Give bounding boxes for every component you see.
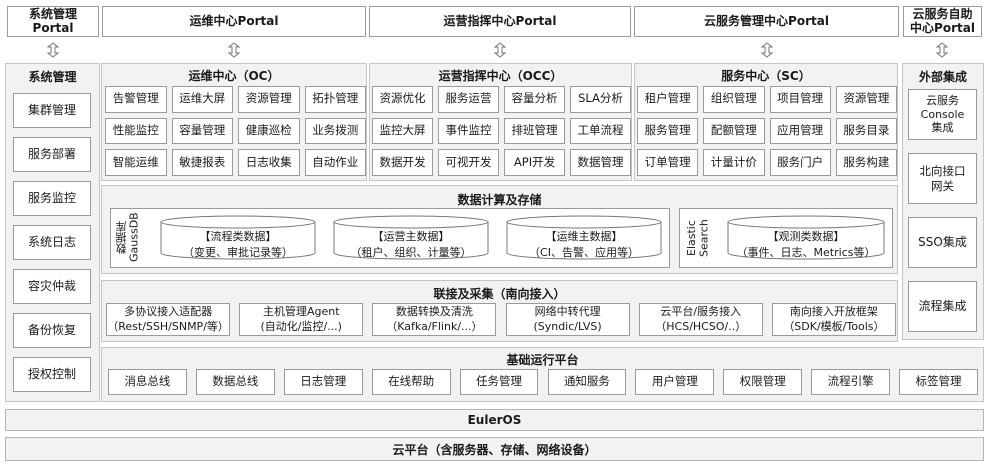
euleros-bar: EulerOS (5, 409, 984, 431)
observability-data-cylinder: 【观测类数据】（事件、日志、Metrics等） (727, 215, 885, 261)
occ-item[interactable]: API开发 (504, 149, 565, 176)
base-platform-item[interactable]: 任务管理 (459, 369, 539, 395)
portal-cloud-service[interactable]: 云服务管理中心Portal (634, 6, 899, 37)
oc-item[interactable]: 自动作业 (304, 149, 366, 176)
collection-item[interactable]: 数据转换及清洗（Kafka/Flink/...） (372, 303, 497, 336)
service-center-title: 服务中心（SC） (721, 69, 811, 83)
sc-item[interactable]: 服务目录 (835, 117, 897, 145)
base-platform-item[interactable]: 日志管理 (283, 369, 363, 395)
up-down-arrow-icon (936, 42, 948, 58)
external-integration-title: 外部集成 (918, 70, 967, 84)
cloud-platform-bar: 云平台（含服务器、存储、网络设备） (5, 437, 984, 461)
backup-restore-button[interactable]: 备份恢复 (13, 313, 91, 348)
base-platform-title: 基础运行平台 (506, 353, 579, 367)
base-platform-item[interactable]: 通知服务 (547, 369, 627, 395)
base-platform-item[interactable]: 在线帮助 (371, 369, 451, 395)
collection-row: 多协议接入适配器（Rest/SSH/SNMP/等）主机管理Agent(自动化/监… (106, 303, 896, 336)
portal-occ[interactable]: 运营指挥中心Portal (369, 6, 631, 37)
collection-item[interactable]: 主机管理Agent(自动化/监控/...) (239, 303, 364, 336)
oc-item[interactable]: 性能监控 (105, 117, 167, 145)
oc-item[interactable]: 告警管理 (105, 86, 167, 113)
up-down-arrow-icon (761, 42, 773, 58)
sc-item[interactable]: 配额管理 (703, 117, 765, 145)
occ-item[interactable]: 数据开发 (372, 149, 433, 176)
occ-item[interactable]: 容量分析 (504, 86, 565, 113)
oc-item[interactable]: 运维大屏 (171, 86, 233, 113)
collection-panel (101, 280, 898, 342)
service-deployment-button[interactable]: 服务部署 (13, 137, 91, 172)
collection-title: 联接及采集（南向接入） (433, 287, 566, 301)
occ-item[interactable]: 工单流程 (570, 117, 631, 145)
sc-item[interactable]: 组织管理 (703, 86, 765, 113)
disaster-arbitration-button[interactable]: 容灾仲裁 (13, 269, 91, 304)
occ-item[interactable]: 数据管理 (570, 149, 631, 176)
oc-item[interactable]: 智能运维 (105, 149, 167, 176)
sc-item[interactable]: 服务构建 (835, 149, 897, 176)
ops-master-data-cylinder: 【运维主数据】（CI、告警、应用等） (506, 215, 662, 261)
collection-item[interactable]: 云平台/服务接入（HCS/HCSO/..） (638, 303, 763, 336)
system-management-title: 系统管理 (28, 70, 77, 84)
portal-ops-center[interactable]: 运维中心Portal (102, 6, 366, 37)
occ-item[interactable]: 事件监控 (438, 117, 499, 145)
occ-item[interactable]: 资源优化 (372, 86, 433, 113)
sc-item[interactable]: 项目管理 (769, 86, 831, 113)
occ-item[interactable]: 监控大屏 (372, 117, 433, 145)
base-platform-item[interactable]: 用户管理 (635, 369, 715, 395)
up-down-arrow-icon (47, 42, 59, 58)
process-data-cylinder: 【流程类数据】（变更、审批记录等） (160, 215, 316, 261)
oc-item[interactable]: 业务拨测 (304, 117, 366, 145)
base-platform-item[interactable]: 数据总线 (195, 369, 275, 395)
authorization-control-button[interactable]: 授权控制 (13, 357, 91, 392)
oc-item[interactable]: 拓扑管理 (304, 86, 366, 113)
service-monitoring-button[interactable]: 服务监控 (13, 181, 91, 216)
sc-item[interactable]: 应用管理 (769, 117, 831, 145)
occ-item[interactable]: 可视开发 (438, 149, 499, 176)
oc-item[interactable]: 敏捷报表 (171, 149, 233, 176)
sc-item[interactable]: 资源管理 (835, 86, 897, 113)
base-platform-item[interactable]: 标签管理 (899, 369, 978, 395)
process-integration-button[interactable]: 流程集成 (908, 281, 977, 332)
ops-center-title: 运维中心（OC） (188, 69, 280, 83)
sc-item[interactable]: 租户管理 (637, 86, 699, 113)
cluster-management-button[interactable]: 集群管理 (13, 93, 91, 128)
portal-self-service[interactable]: 云服务自助中心Portal (903, 6, 982, 37)
operation-master-data-cylinder: 【运营主数据】（租户、组织、计量等） (333, 215, 489, 261)
sc-item[interactable]: 服务管理 (637, 117, 699, 145)
oc-item[interactable]: 健康巡检 (238, 117, 300, 145)
up-down-arrow-icon (228, 42, 240, 58)
oc-item[interactable]: 容量管理 (171, 117, 233, 145)
oc-item[interactable]: 日志收集 (238, 149, 300, 176)
base-platform-item[interactable]: 权限管理 (723, 369, 803, 395)
occ-title: 运营指挥中心（OCC） (438, 69, 563, 83)
occ-item[interactable]: 服务运营 (438, 86, 499, 113)
northbound-gateway-button[interactable]: 北向接口网关 (908, 153, 977, 204)
sc-item[interactable]: 订单管理 (637, 149, 699, 176)
data-storage-title: 数据计算及存储 (457, 193, 542, 207)
ops-center-grid: 告警管理运维大屏资源管理拓扑管理性能监控容量管理健康巡检业务拨测智能运维敏捷报表… (105, 86, 366, 176)
collection-item[interactable]: 多协议接入适配器（Rest/SSH/SNMP/等） (106, 303, 231, 336)
oc-item[interactable]: 资源管理 (238, 86, 300, 113)
collection-item[interactable]: 网络中转代理(Syndic/LVS) (505, 303, 630, 336)
system-log-button[interactable]: 系统日志 (13, 225, 91, 260)
base-platform-row: 消息总线数据总线日志管理在线帮助任务管理通知服务用户管理权限管理流程引擎标签管理 (108, 369, 978, 395)
up-down-arrow-icon (494, 42, 506, 58)
base-platform-item[interactable]: 流程引擎 (811, 369, 891, 395)
collection-item[interactable]: 南向接入开放框架（SDK/模板/Tools） (771, 303, 896, 336)
sso-integration-button[interactable]: SSO集成 (908, 217, 977, 268)
base-platform-item[interactable]: 消息总线 (108, 369, 187, 395)
service-center-grid: 租户管理组织管理项目管理资源管理服务管理配额管理应用管理服务目录订单管理计量计价… (637, 86, 897, 176)
occ-item[interactable]: SLA分析 (570, 86, 631, 113)
sc-item[interactable]: 计量计价 (703, 149, 765, 176)
sc-item[interactable]: 服务门户 (769, 149, 831, 176)
occ-item[interactable]: 排班管理 (504, 117, 565, 145)
